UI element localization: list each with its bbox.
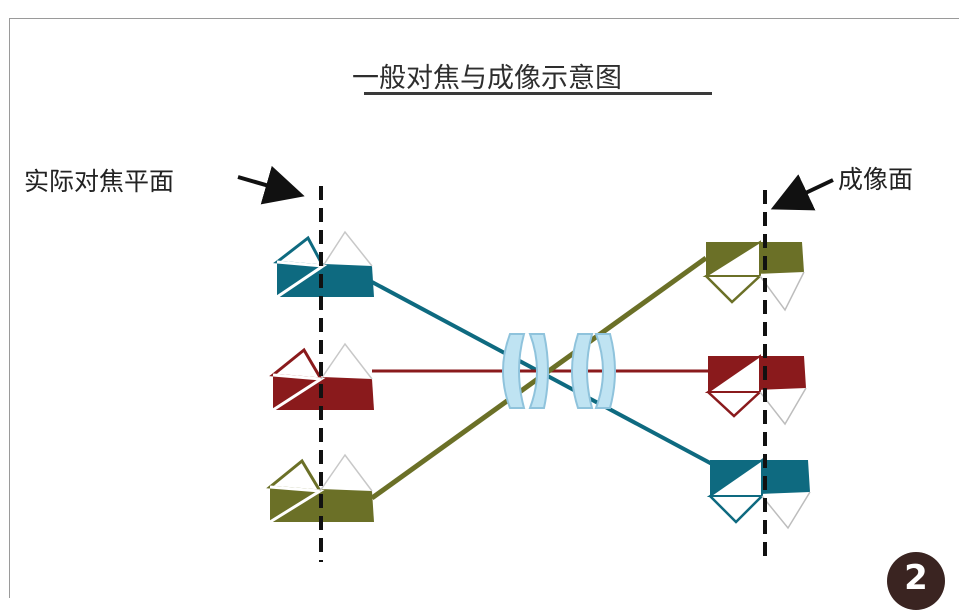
image-teal-right	[706, 458, 811, 530]
diagram-title: 一般对焦与成像示意图	[352, 63, 622, 94]
image-red-right	[704, 354, 807, 426]
image-plane-label: 成像面	[838, 165, 914, 194]
lens-element-2	[528, 333, 549, 409]
diagram-frame	[9, 18, 959, 598]
focal-plane-arrow	[237, 165, 305, 205]
title-underline	[364, 92, 712, 95]
focus-diagram-svg	[237, 165, 834, 562]
focal-plane-label: 实际对焦平面	[24, 167, 175, 196]
number-badge: 2	[887, 552, 945, 610]
object-red-left	[269, 342, 374, 412]
image-olive-right	[702, 240, 805, 312]
lens-element-3	[571, 333, 594, 409]
object-olive-left	[266, 453, 374, 524]
lens-group	[502, 333, 616, 409]
image-plane-arrow	[770, 174, 834, 211]
object-teal-left	[273, 230, 374, 299]
lens-element-1	[502, 333, 526, 409]
lens-element-4	[594, 333, 616, 409]
